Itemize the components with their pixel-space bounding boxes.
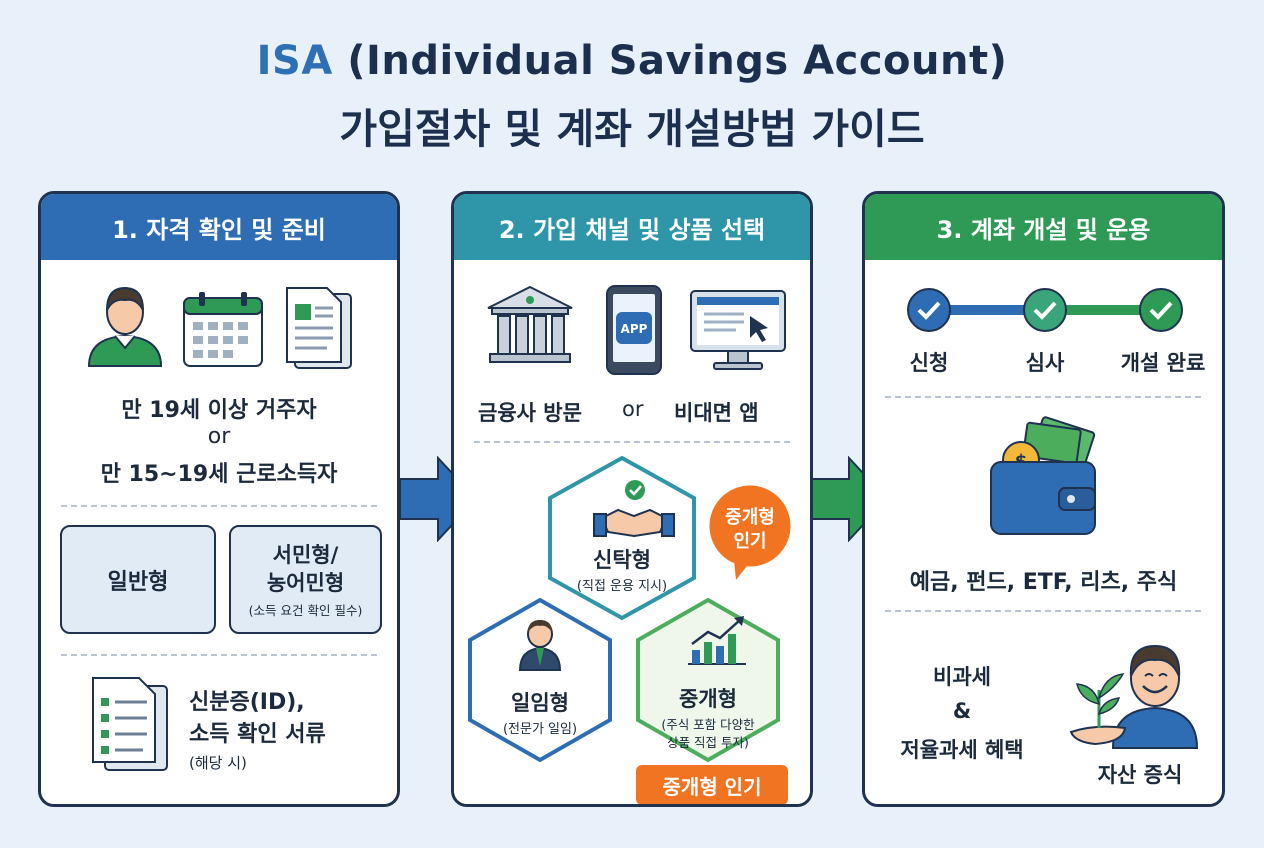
wallet-icon: $ bbox=[990, 416, 1096, 535]
discretionary-note: (전문가 일임) bbox=[502, 722, 578, 737]
brokerage-note-2: 상품 직접 투자) bbox=[667, 735, 749, 750]
docs-line-2: 소득 확인 서류 bbox=[189, 722, 326, 747]
person-with-sprout-icon bbox=[1069, 644, 1199, 749]
step2-header: 2. 가입 채널 및 상품 선택 bbox=[454, 194, 810, 260]
popular-callout-bubble bbox=[706, 482, 794, 580]
eligibility-or: or bbox=[207, 424, 231, 449]
check-circle-icon bbox=[907, 288, 951, 332]
trust-hexagon bbox=[548, 455, 696, 621]
asset-classes: 예금, 펀드, ETF, 리츠, 주식 bbox=[909, 570, 1178, 595]
title-accent: ISA bbox=[256, 38, 333, 84]
brokerage-note-1: (주식 포함 다양한 bbox=[661, 717, 755, 732]
divider bbox=[885, 610, 1201, 612]
trust-note: (직접 운용 지시) bbox=[576, 579, 668, 594]
brokerage-hexagon bbox=[636, 597, 780, 763]
type-special-box: 서민형/ 농어민형 (소득 요건 확인 필수) bbox=[229, 525, 382, 634]
bank-icon bbox=[487, 285, 573, 363]
progress-step-complete: 개설 완료 bbox=[1120, 351, 1206, 375]
document-icon bbox=[286, 287, 352, 369]
divider bbox=[61, 505, 377, 507]
app-icon-label: APP bbox=[621, 322, 648, 336]
businessman-icon bbox=[518, 620, 562, 671]
channel-branch: 금융사 방문 bbox=[478, 401, 582, 425]
eligibility-line-2: 만 15~19세 근로소득자 bbox=[100, 462, 338, 487]
asset-growth: 자산 증식 bbox=[1097, 763, 1183, 787]
docs-note: (해당 시) bbox=[189, 754, 247, 772]
computer-icon bbox=[690, 290, 786, 370]
benefit-amp: & bbox=[952, 699, 972, 723]
discretionary-label: 일임형 bbox=[511, 691, 569, 715]
callout-line-2: 인기 bbox=[733, 531, 767, 552]
divider bbox=[474, 441, 790, 443]
calendar-icon bbox=[183, 292, 263, 367]
benefit-line-1: 비과세 bbox=[933, 665, 991, 689]
step3-panel: 3. 계좌 개설 및 운용 신청 심사 개설 완료 $ 예금, 펀드, ETF,… bbox=[862, 191, 1225, 807]
check-circle-icon bbox=[1139, 288, 1183, 332]
bar-chart-icon bbox=[688, 616, 746, 665]
benefit-line-2: 저율과세 혜택 bbox=[900, 738, 1024, 762]
eligibility-line-1: 만 19세 이상 거주자 bbox=[121, 398, 317, 423]
title-line-1: ISA (Individual Savings Account) bbox=[0, 38, 1264, 84]
type-special-note: (소득 요건 확인 필수) bbox=[248, 602, 363, 618]
trust-label: 신탁형 bbox=[593, 548, 651, 572]
channel-app: 비대면 앱 bbox=[674, 401, 759, 425]
progress-track bbox=[907, 288, 1183, 332]
type-special-line-1: 서민형/ bbox=[272, 542, 339, 567]
mobile-app-icon: APP bbox=[606, 285, 662, 375]
divider bbox=[885, 396, 1201, 398]
progress-step-apply: 신청 bbox=[909, 351, 949, 375]
step2-panel: 2. 가입 채널 및 상품 선택 APP 금융사 방문 or 비대면 앱 bbox=[451, 191, 813, 807]
type-special-line-2: 농어민형 bbox=[266, 570, 345, 595]
type-general-label: 일반형 bbox=[107, 569, 169, 595]
popular-badge: 중개형 인기 bbox=[636, 765, 788, 804]
docs-line-1: 신분증(ID), bbox=[189, 690, 305, 715]
product-hexagons bbox=[468, 455, 794, 763]
handshake-icon bbox=[593, 508, 675, 538]
discretionary-hexagon bbox=[468, 597, 612, 763]
step3-header: 3. 계좌 개설 및 운용 bbox=[865, 194, 1222, 260]
step1-header: 1. 자격 확인 및 준비 bbox=[41, 194, 397, 260]
person-icon bbox=[87, 286, 163, 367]
divider bbox=[61, 654, 377, 656]
check-circle-icon bbox=[1023, 288, 1067, 332]
title-line-2: 가입절차 및 계좌 개설방법 가이드 bbox=[339, 105, 925, 153]
callout-line-1: 중개형 bbox=[725, 507, 775, 528]
type-general-box: 일반형 bbox=[60, 525, 216, 634]
brokerage-label: 중개형 bbox=[679, 687, 737, 711]
checklist-document-icon bbox=[92, 677, 168, 771]
title-rest: (Individual Savings Account) bbox=[332, 38, 1008, 84]
step1-panel: 1. 자격 확인 및 준비 만 19세 이상 거주자 or 만 15~19세 근… bbox=[38, 191, 400, 807]
progress-step-review: 심사 bbox=[1025, 351, 1065, 375]
channel-or: or bbox=[622, 397, 644, 421]
